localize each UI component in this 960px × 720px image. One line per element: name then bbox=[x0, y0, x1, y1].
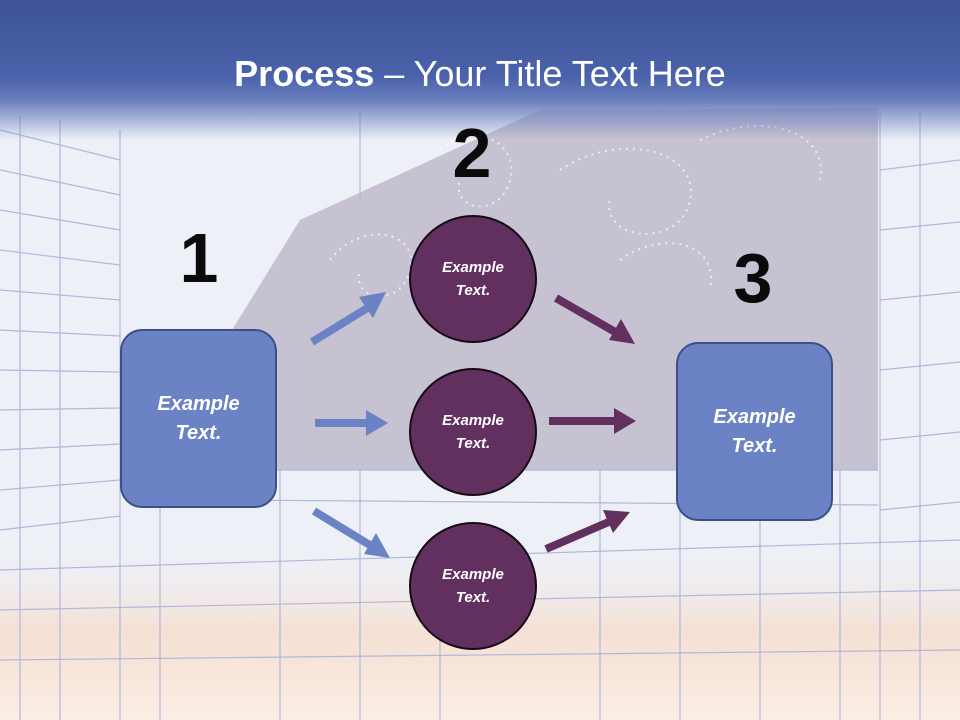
step-1-text: Example Text. bbox=[157, 392, 240, 444]
step-number-3: 3 bbox=[733, 239, 773, 317]
step-2-circle-middle[interactable]: Example Text. bbox=[409, 368, 537, 496]
step-2-circle-bottom-text: Example Text. bbox=[442, 566, 504, 606]
title-bold: Process bbox=[234, 53, 375, 94]
title-rest: – Your Title Text Here bbox=[374, 53, 726, 94]
step-2-circle-top-text: Example Text. bbox=[442, 259, 504, 299]
arrow-1-to-middle bbox=[315, 410, 388, 436]
step-2-circle-top[interactable]: Example Text. bbox=[409, 215, 537, 343]
step-3-box[interactable]: Example Text. bbox=[676, 342, 833, 521]
arrow-1-to-top bbox=[309, 292, 386, 346]
step-1-box[interactable]: Example Text. bbox=[120, 329, 277, 508]
step-number-2: 2 bbox=[452, 114, 492, 192]
arrow-top-to-3 bbox=[554, 294, 635, 344]
step-number-1: 1 bbox=[179, 219, 219, 297]
arrow-1-to-bottom bbox=[311, 507, 390, 558]
slide-title: Process – Your Title Text Here bbox=[0, 52, 960, 96]
step-3-text: Example Text. bbox=[713, 405, 796, 457]
step-2-circle-bottom[interactable]: Example Text. bbox=[409, 522, 537, 650]
title-bar: Process – Your Title Text Here bbox=[0, 0, 960, 140]
arrow-middle-to-3 bbox=[549, 408, 636, 434]
step-2-circle-middle-text: Example Text. bbox=[442, 412, 504, 452]
arrow-bottom-to-3 bbox=[544, 510, 630, 553]
